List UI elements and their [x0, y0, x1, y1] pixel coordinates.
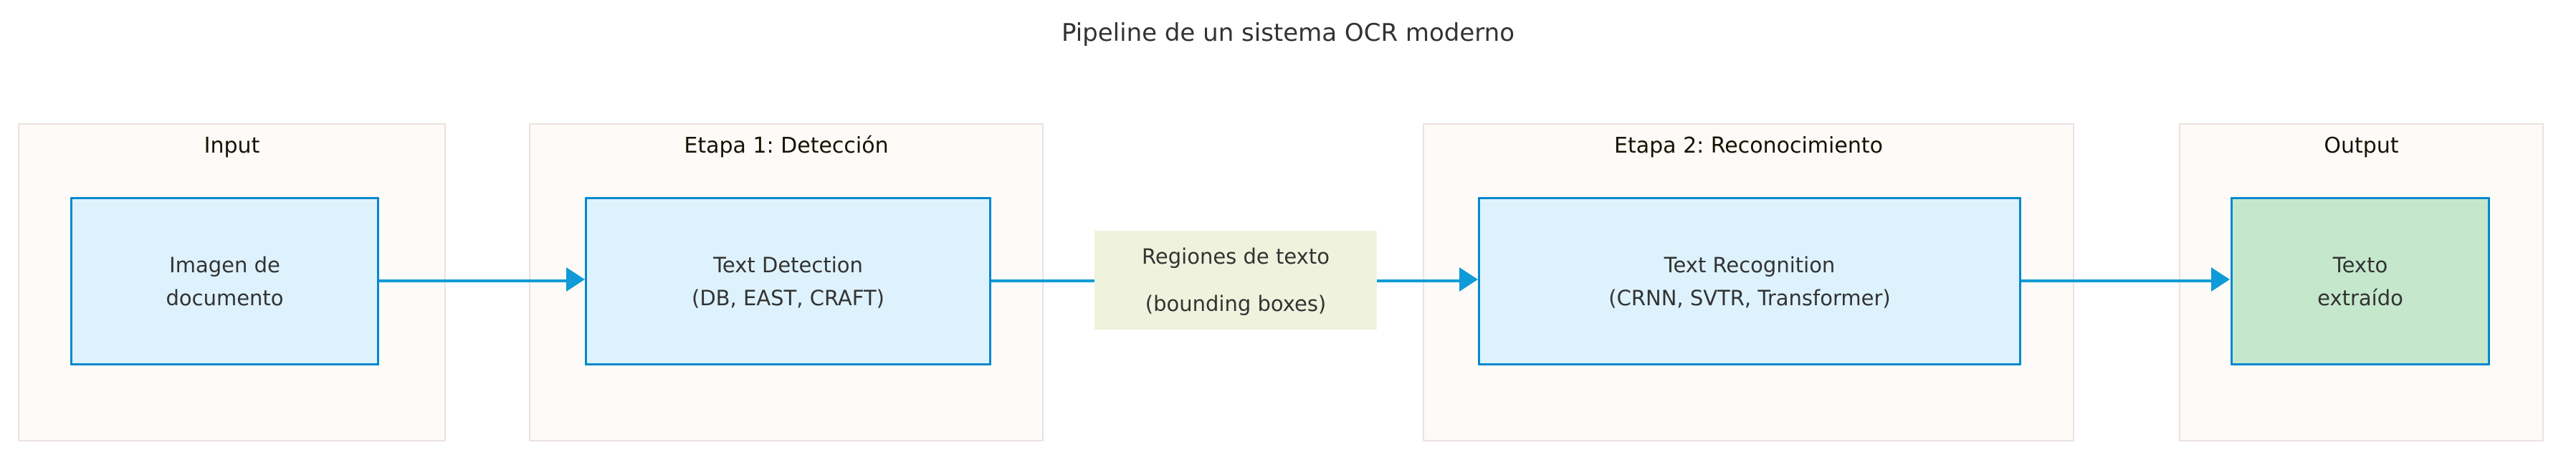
node-texto-extraido[interactable]: Texto extraído — [2231, 197, 2490, 365]
edge-recognition-to-output-arrow-icon — [2211, 267, 2230, 292]
edge-label-regiones-line-1: Regiones de texto — [1142, 244, 1330, 269]
cluster-label-etapa-1: Etapa 1: Detección — [684, 133, 889, 158]
node-texto-extraido-line-2: extraído — [2317, 285, 2403, 310]
edge-input-to-detection-line — [379, 279, 567, 282]
node-text-detection-line-1: Text Detection — [713, 252, 863, 277]
cluster-label-input: Input — [204, 133, 260, 158]
cluster-label-output: Output — [2324, 133, 2399, 158]
node-text-detection-line-2: (DB, EAST, CRAFT) — [692, 285, 884, 310]
node-imagen-documento-line-1: Imagen de — [169, 252, 280, 277]
node-text-recognition-line-1: Text Recognition — [1664, 252, 1836, 277]
page-title: Pipeline de un sistema OCR moderno — [1061, 19, 1515, 47]
node-text-recognition-line-2: (CRNN, SVTR, Transformer) — [1608, 285, 1891, 310]
edge-input-to-detection-arrow-icon — [566, 267, 585, 292]
edge-detection-to-recognition-arrow-icon — [1459, 267, 1478, 292]
node-imagen-documento[interactable]: Imagen de documento — [70, 197, 379, 365]
cluster-label-etapa-2: Etapa 2: Reconocimiento — [1614, 133, 1883, 158]
node-text-recognition[interactable]: Text Recognition (CRNN, SVTR, Transforme… — [1478, 197, 2021, 365]
node-imagen-documento-line-2: documento — [166, 285, 284, 310]
edge-recognition-to-output-line — [2021, 279, 2212, 282]
edge-label-regiones-line-2: (bounding boxes) — [1145, 292, 1327, 316]
node-text-detection[interactable]: Text Detection (DB, EAST, CRAFT) — [585, 197, 991, 365]
edge-label-regiones-de-texto: Regiones de texto (bounding boxes) — [1094, 231, 1377, 330]
node-texto-extraido-line-1: Texto — [2332, 252, 2388, 277]
